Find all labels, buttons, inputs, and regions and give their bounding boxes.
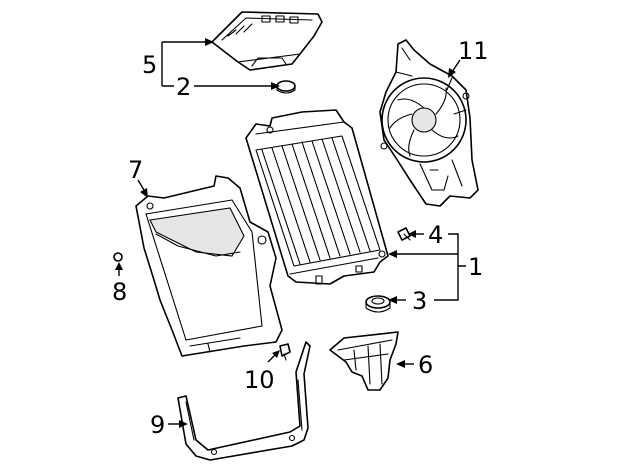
- callout-9: 9: [150, 411, 165, 439]
- part-radiator[interactable]: [245, 109, 389, 285]
- part-lower-bracket[interactable]: [329, 331, 399, 391]
- part-lower-support[interactable]: [177, 341, 311, 461]
- callout-4: 4: [428, 221, 443, 249]
- callout-1: 1: [468, 253, 483, 281]
- arrowhead-3: [388, 296, 397, 304]
- part-fan-assembly[interactable]: [379, 39, 479, 207]
- callout-6: 6: [418, 351, 433, 379]
- part-grommet[interactable]: [276, 80, 296, 94]
- leader-11: [451, 59, 461, 73]
- leader-1: [396, 233, 466, 301]
- arrowhead-2: [271, 82, 280, 90]
- leader-7: [137, 179, 145, 191]
- callout-2: 2: [176, 73, 191, 101]
- arrowhead-1: [388, 250, 397, 258]
- part-plug[interactable]: [365, 295, 391, 313]
- part-bolt[interactable]: [397, 227, 411, 241]
- arrowhead-4: [408, 230, 416, 238]
- arrowhead-5: [205, 38, 214, 46]
- callout-3: 3: [412, 287, 427, 315]
- arrowhead-9: [179, 420, 188, 428]
- arrowhead-10: [272, 350, 280, 358]
- part-retainer[interactable]: [279, 343, 291, 361]
- arrowhead-7: [140, 188, 148, 198]
- arrowhead-8: [115, 262, 123, 270]
- callout-7: 7: [128, 156, 143, 184]
- part-upper-cover[interactable]: [211, 11, 323, 71]
- callout-5: 5: [142, 51, 157, 79]
- leader-5: [161, 41, 206, 87]
- part-pin[interactable]: [113, 252, 123, 262]
- arrowhead-11: [448, 68, 456, 78]
- callout-8: 8: [112, 278, 127, 306]
- part-air-deflector[interactable]: [135, 175, 283, 357]
- arrowhead-6: [396, 360, 405, 368]
- callout-11: 11: [458, 37, 489, 65]
- callout-10: 10: [244, 366, 275, 394]
